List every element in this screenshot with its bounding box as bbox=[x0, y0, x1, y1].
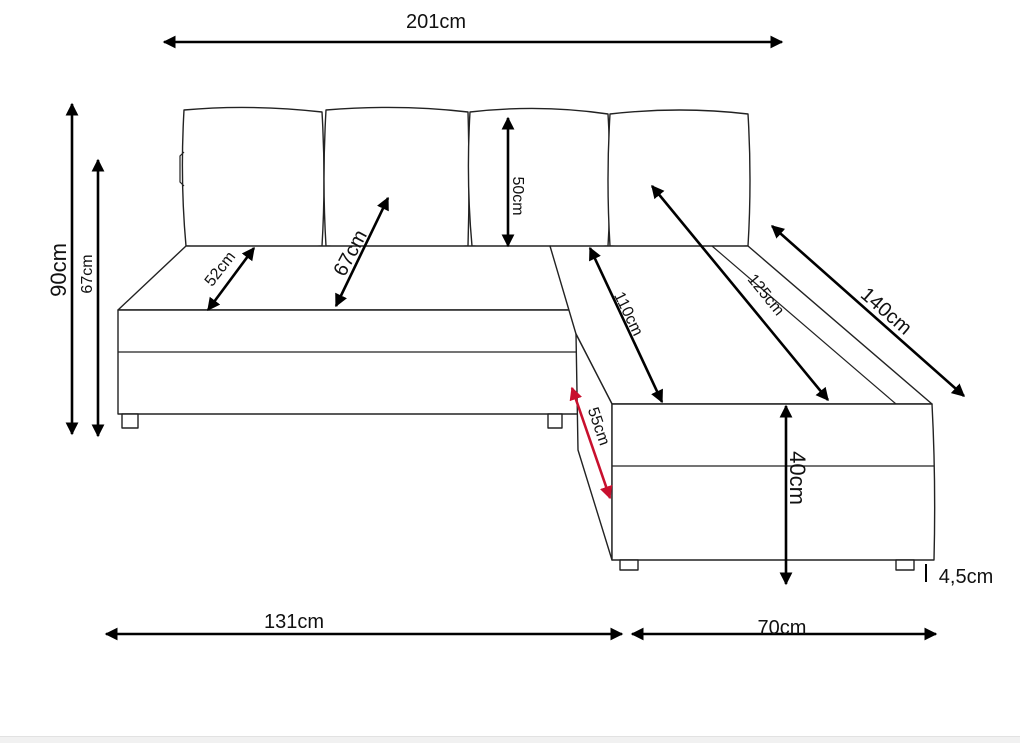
dim-line-seat-depth bbox=[206, 246, 256, 312]
dim-line-chaise-front-depth bbox=[569, 386, 613, 500]
chaise-front bbox=[611, 403, 936, 561]
leg bbox=[547, 413, 563, 429]
leg bbox=[121, 413, 139, 429]
dim-line-chaise-outer bbox=[771, 225, 965, 397]
leg bbox=[895, 559, 915, 571]
label-cushion-height: 50cm bbox=[509, 176, 526, 215]
back-cushion-3 bbox=[467, 107, 611, 249]
bottom-divider bbox=[0, 736, 1020, 743]
leg bbox=[619, 559, 639, 571]
label-chaise-outer: 140cm bbox=[856, 283, 916, 339]
dim-line-seat-depth-full bbox=[334, 196, 390, 308]
back-cushion-4 bbox=[607, 109, 751, 249]
label-leg-height: 4,5cm bbox=[939, 566, 993, 588]
main-seat-front bbox=[117, 309, 579, 415]
label-seat-height-back: 67cm bbox=[79, 254, 96, 293]
dim-line-chaise-inner bbox=[588, 246, 664, 404]
back-cushion-1 bbox=[181, 106, 325, 249]
back-cushion-2 bbox=[323, 106, 470, 249]
label-total-width: 201cm bbox=[406, 11, 466, 33]
label-seat-height-front: 40cm bbox=[785, 451, 810, 505]
chaise-top bbox=[549, 245, 933, 405]
label-main-width: 131cm bbox=[264, 611, 324, 633]
cushion-side-tab bbox=[179, 151, 185, 187]
dimension-lines bbox=[65, 35, 965, 641]
label-chaise-width: 70cm bbox=[758, 617, 807, 639]
label-total-height: 90cm bbox=[46, 243, 71, 297]
